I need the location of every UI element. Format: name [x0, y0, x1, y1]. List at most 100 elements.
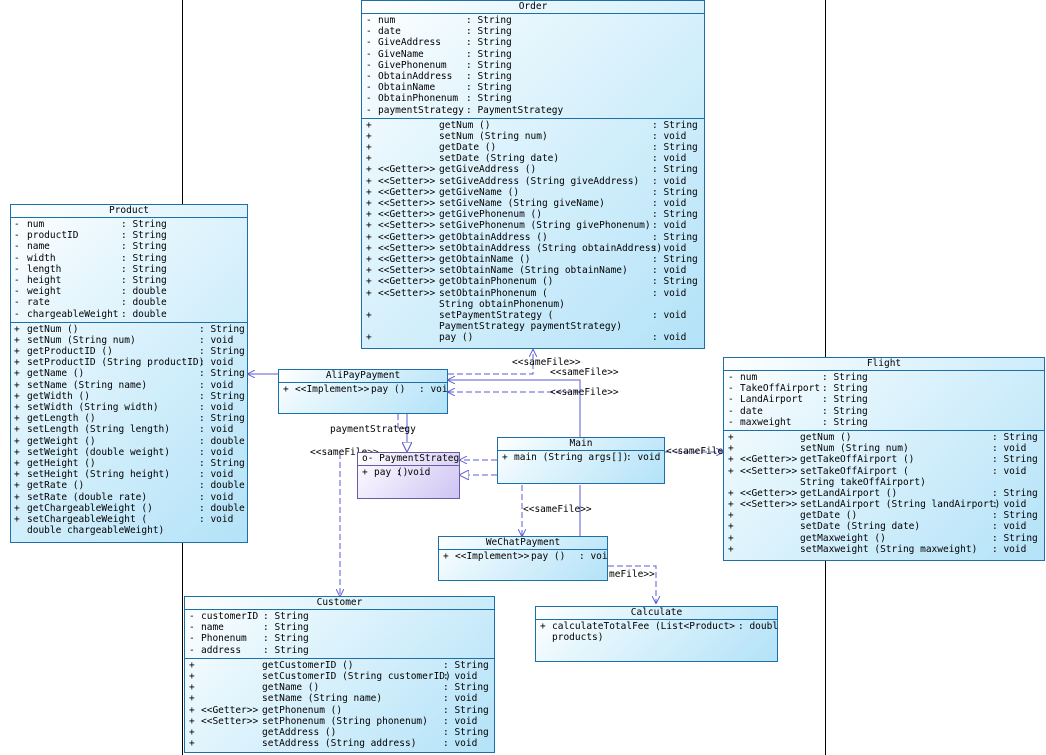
operation-row: +getName (): String: [11, 368, 247, 379]
order-class[interactable]: Order-num: String-date: String-GiveAddre…: [361, 0, 705, 349]
return-type: : String: [199, 390, 245, 402]
operation-row: +getRate (): double: [11, 480, 247, 491]
attribute-row: -num: String: [724, 372, 1044, 383]
attribute-row: -ObtainPhonenum: String: [362, 93, 704, 104]
customer-class-name: Customer: [185, 597, 494, 610]
attribute-name: name: [27, 241, 50, 253]
attribute-type: : String: [121, 241, 167, 253]
calculate-class[interactable]: Calculate+calculateTotalFee (List<Produc…: [535, 606, 778, 662]
operation-row: +<<Setter>>setGivePhonenum (String giveP…: [362, 220, 704, 231]
payment-strategy-interface[interactable]: o- PaymentStrategy+pay (): void: [357, 452, 460, 499]
attribute-row: -GivePhonenum: String: [362, 60, 704, 71]
attribute-name: ObtainPhonenum: [378, 93, 459, 105]
alipay-payment-class[interactable]: AliPayPayment+<<Implement>>pay (): void: [278, 369, 448, 414]
attribute-name: num: [27, 219, 45, 230]
visibility-marker: +: [189, 659, 195, 671]
operation-signature: setProductID (String productID): [27, 357, 205, 369]
visibility-marker: +: [14, 368, 20, 380]
operation-row: +setDate (String date): void: [362, 153, 704, 164]
visibility-marker: +: [366, 119, 372, 131]
stereotype: <<Getter>>: [378, 276, 436, 288]
operation-signature: getObtainAddress (): [439, 231, 548, 243]
return-type: : String: [652, 186, 698, 198]
operation-signature: getDate (): [800, 510, 858, 522]
operation-row: +getLength (): String: [11, 413, 247, 424]
operation-signature: setNum (String num): [439, 130, 548, 142]
flight-attributes: -num: String-TakeOffAirport: String-Land…: [724, 371, 1044, 431]
link-label-samefile-6: <<sameFile>>: [523, 504, 592, 515]
attribute-row: -num: String: [11, 219, 247, 230]
link-label-samefile-4: <<sameFile>>: [310, 447, 379, 458]
visibility-marker: +: [189, 670, 195, 682]
attribute-row: -TakeOffAirport: String: [724, 383, 1044, 394]
stereotype: <<Getter>>: [378, 186, 436, 198]
visibility-marker: +: [14, 346, 20, 358]
flight-class[interactable]: Flight-num: String-TakeOffAirport: Strin…: [723, 357, 1045, 561]
visibility-marker: -: [189, 644, 195, 656]
stereotype: <<Getter>>: [740, 487, 798, 499]
attribute-name: address: [201, 644, 242, 656]
visibility-marker: +: [14, 424, 20, 436]
return-type: : void: [443, 670, 478, 682]
visibility-marker: -: [14, 252, 20, 264]
link-label-samefile-7: meFile>>: [609, 569, 655, 580]
return-type: : void: [652, 153, 687, 165]
operation-signature: pay (): [439, 332, 474, 344]
visibility-marker: +: [189, 726, 195, 738]
attribute-type: : double: [121, 286, 167, 298]
visibility-marker: +: [728, 465, 734, 477]
link-label-samefile-1: <<sameFile>>: [512, 357, 581, 368]
customer-class[interactable]: Customer-customerID: String-name: String…: [184, 596, 495, 753]
attribute-type: : String: [121, 219, 167, 230]
attribute-row: -width: String: [11, 253, 247, 264]
visibility-marker: -: [14, 230, 20, 242]
operation-signature: main (String args[]): [514, 452, 629, 463]
attribute-type: : PaymentStrategy: [466, 104, 564, 116]
visibility-marker: +: [362, 467, 368, 478]
wechat-payment-class[interactable]: WeChatPayment+<<Implement>>pay (): void: [438, 536, 608, 581]
calculate-operations: +calculateTotalFee (List<Product> produc…: [536, 620, 777, 645]
visibility-marker: -: [366, 48, 372, 60]
visibility-marker: +: [14, 457, 20, 469]
return-type: : String: [199, 346, 245, 358]
visibility-marker: +: [366, 253, 372, 265]
main-class[interactable]: Main+main (String args[]): void: [497, 437, 665, 484]
operation-signature: getName (): [262, 682, 320, 694]
attribute-name: GiveName: [378, 48, 424, 60]
operation-signature: setNum (String num): [800, 443, 909, 455]
operation-row: +setProductID (String productID): void: [11, 357, 247, 368]
stereotype: <<Setter>>: [740, 465, 798, 477]
attribute-row: -maxweight: String: [724, 417, 1044, 428]
visibility-marker: -: [14, 297, 20, 309]
attribute-type: : String: [466, 82, 512, 94]
operation-row: +getMaxweight (): String: [724, 533, 1044, 544]
operation-signature: setLength (String length): [27, 424, 170, 436]
visibility-marker: -: [14, 241, 20, 253]
attribute-name: length: [27, 263, 62, 275]
operation-row: +<<Setter>>setGiveName (String giveName)…: [362, 198, 704, 209]
operation-signature: setChargeableWeight ( double chargeableW…: [27, 513, 165, 537]
attribute-type: : String: [822, 416, 868, 428]
operation-row: +setNum (String num): void: [362, 131, 704, 142]
return-type: : void: [443, 738, 478, 750]
flight-operations: +getNum (): String+setNum (String num): …: [724, 431, 1044, 557]
operation-signature: setHeight (String height): [27, 469, 170, 481]
attribute-type: : String: [121, 274, 167, 286]
attribute-name: date: [740, 405, 763, 417]
visibility-marker: -: [366, 26, 372, 38]
visibility-marker: +: [189, 682, 195, 694]
product-class[interactable]: Product-num: String-productID: String-na…: [10, 204, 248, 543]
visibility-marker: +: [502, 452, 508, 463]
operation-signature: getGivePhonenum (): [439, 209, 542, 221]
operation-signature: setTakeOffAirport ( String takeOffAirpor…: [800, 465, 926, 488]
visibility-marker: +: [366, 231, 372, 243]
operation-row: +<<Implement>>pay (): void: [439, 551, 607, 562]
visibility-marker: +: [189, 738, 195, 750]
attribute-name: productID: [27, 230, 79, 242]
attribute-row: -paymentStrategy: PaymentStrategy: [362, 105, 704, 116]
return-type: : void: [992, 465, 1027, 477]
stereotype: <<Implement>>: [295, 384, 370, 395]
visibility-marker: -: [14, 263, 20, 275]
return-type: : void: [652, 198, 687, 209]
operation-signature: setObtainPhonenum ( String obtainPhonenu…: [439, 287, 565, 310]
